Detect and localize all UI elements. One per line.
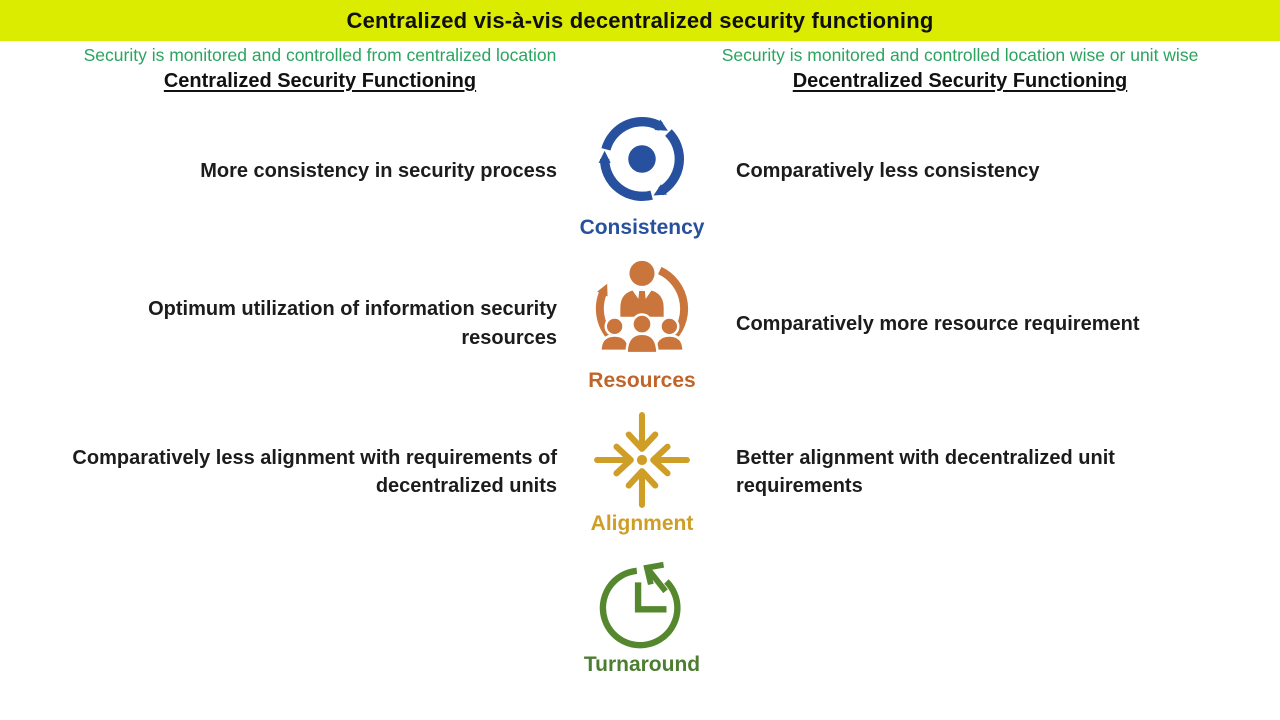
text-line: decentralized units	[375, 475, 557, 498]
text-line: resources	[461, 326, 557, 349]
centralized-subtitle: Security is monitored and controlled fro…	[83, 45, 557, 65]
centralized-column-head: Security is monitored and controlled fro…	[0, 45, 640, 93]
centralized-alignment-text: Comparatively less alignment with requir…	[0, 400, 557, 545]
decentralized-subtitle: Security is monitored and controlled loc…	[721, 45, 1199, 65]
turnaround-label: Turnaround	[583, 653, 701, 677]
resources-label: Resources	[588, 369, 696, 393]
turnaround-clock-icon	[593, 554, 691, 652]
decentralized-header: Decentralized Security Functioning	[792, 69, 1128, 92]
decentralized-alignment-text: Better alignment with decentralized unit…	[727, 400, 1280, 545]
text-line: Better alignment with decentralized unit	[736, 446, 1115, 469]
centralized-turnaround-text	[0, 545, 557, 687]
text-line: More consistency in security process	[200, 160, 557, 183]
centralized-header: Centralized Security Functioning	[163, 69, 477, 92]
resources-icon-cell: Resources	[557, 248, 727, 400]
alignment-label: Alignment	[590, 511, 694, 535]
column-headers: Security is monitored and controlled fro…	[0, 45, 1280, 93]
decentralized-turnaround-text	[727, 545, 1280, 687]
alignment-converge-icon	[591, 409, 693, 511]
resources-people-icon	[583, 254, 701, 368]
decentralized-consistency-text: Comparatively less consistency	[727, 95, 1280, 248]
decentralized-resources-text: Comparatively more resource requirement	[727, 248, 1280, 400]
centralized-consistency-text: More consistency in security process	[0, 95, 557, 248]
decentralized-column-head: Security is monitored and controlled loc…	[640, 45, 1280, 93]
text-line: Comparatively less alignment with requir…	[72, 446, 557, 469]
text-line: Comparatively more resource requirement	[736, 312, 1140, 335]
title-banner: Centralized vis-à-vis decentralized secu…	[0, 0, 1280, 41]
alignment-icon-cell: Alignment	[557, 400, 727, 545]
text-line: requirements	[736, 475, 863, 498]
centralized-resources-text: Optimum utilization of information secur…	[0, 248, 557, 400]
text-line: Optimum utilization of information secur…	[148, 298, 557, 321]
turnaround-icon-cell: Turnaround	[557, 545, 727, 687]
consistency-label: Consistency	[579, 215, 705, 239]
consistency-cycle-icon	[587, 103, 697, 215]
text-line: Comparatively less consistency	[736, 160, 1040, 183]
consistency-icon-cell: Consistency	[557, 95, 727, 248]
comparison-grid: More consistency in security process Con…	[0, 95, 1280, 687]
page-title: Centralized vis-à-vis decentralized secu…	[346, 7, 934, 33]
